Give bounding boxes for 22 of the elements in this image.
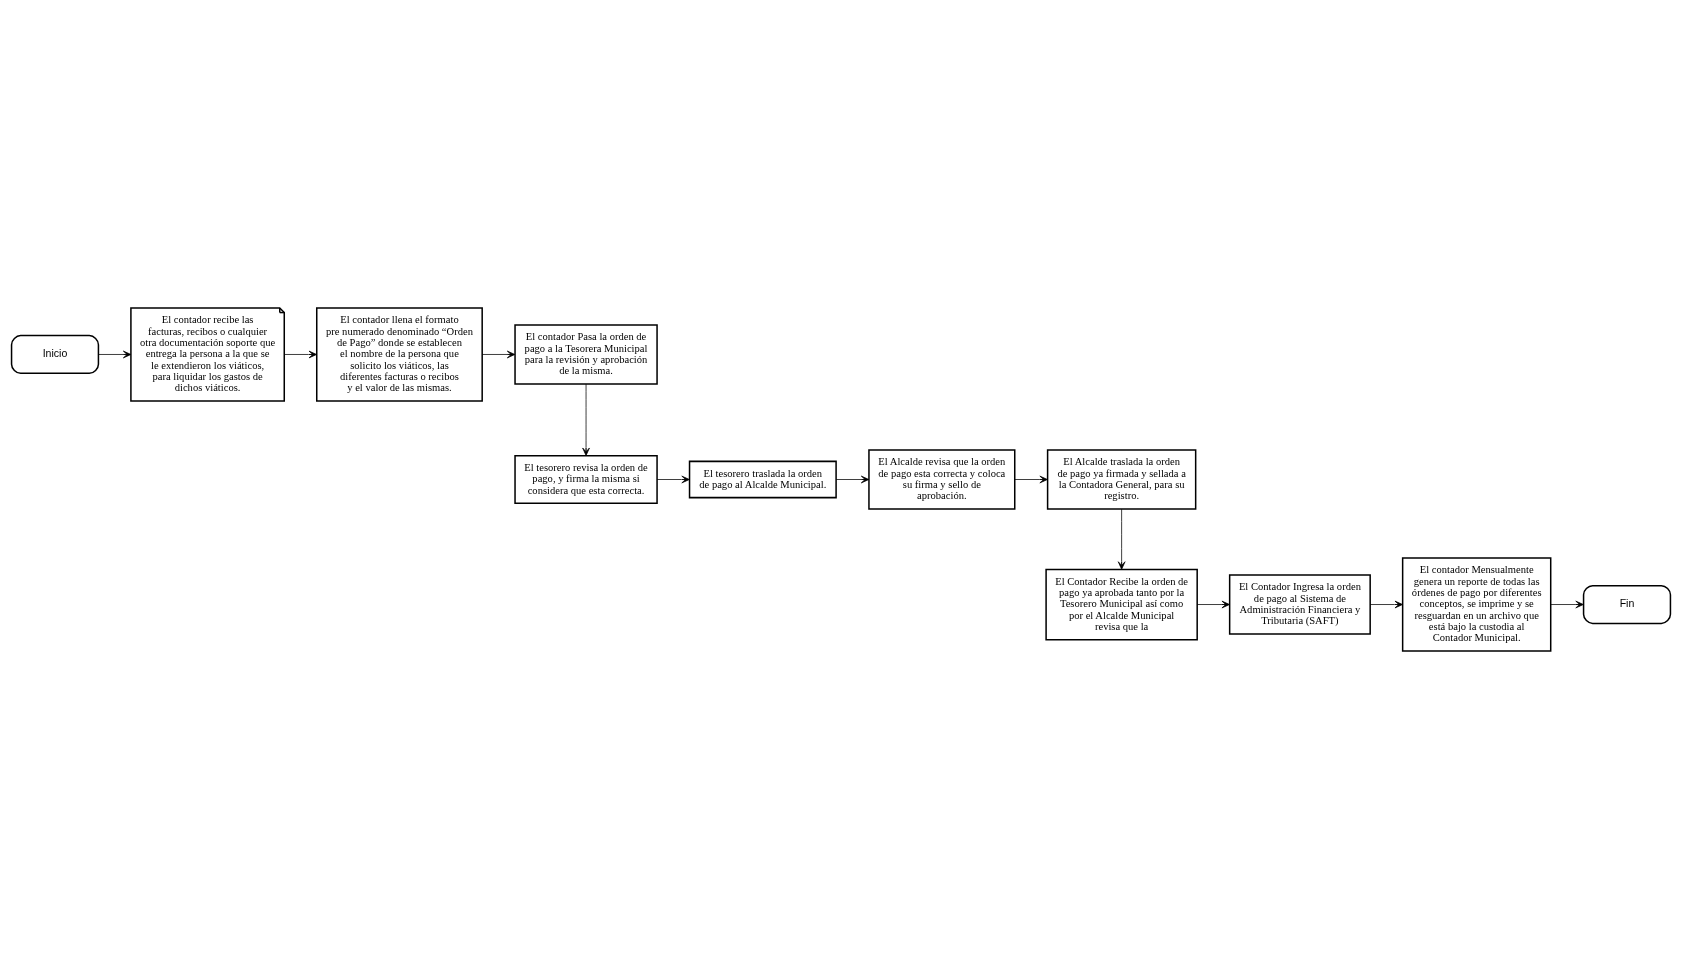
arrow	[1550, 600, 1584, 608]
arrow	[1014, 475, 1048, 483]
node-box: El tesorero revisa la orden de pago, y firma la misma si considera que esta correcta.	[514, 454, 658, 504]
arrow	[284, 350, 317, 358]
node-box: El contador Pasa la orden de pago a la Tesorera Municipal para la revisión y aprobación de la misma.	[514, 323, 658, 385]
node-box: El contador Mensualmente genera un reporte de todas las órdenes de pago por diferentes conceptos, se imprime y se resguardan en un archivo que está bajo la custodia al Contador Municipal.	[1401, 556, 1552, 652]
node-box: El Contador Ingresa la orden de pago al Sistema de Administración Financiera y Tributaria (SAFT)	[1228, 573, 1371, 635]
arrow	[656, 475, 690, 483]
arrow	[1196, 600, 1230, 608]
arrow	[582, 383, 590, 456]
arrow	[1369, 600, 1403, 608]
node-box: El Contador Recibe la orden de pago ya aprobada tanto por la Tesorero Municipal así como por el Alcalde Municipal revisa que la	[1045, 568, 1198, 640]
node-box: Inicio	[10, 334, 100, 374]
node-box: Fin	[1582, 584, 1672, 624]
node-box: El contador llena el formato pre numerado denominado “Orden de Pago” donde se establecen el nombre de la persona que solicito los viáticos, las diferentes facturas o recibos y el valor de las mismas.	[316, 306, 483, 402]
arrow	[481, 350, 516, 358]
arrow	[1117, 508, 1126, 570]
arrow	[835, 475, 870, 483]
arrow	[98, 350, 132, 358]
node-box: El Alcalde revisa que la orden de pago esta correcta y coloca su firma y sello de aprobación.	[868, 448, 1016, 510]
node-box: El tesorero traslada la orden de pago al Alcalde Municipal.	[688, 460, 837, 498]
node-box: El Alcalde traslada la orden de pago ya firmada y sellada a la Contadora General, para su registro.	[1046, 448, 1197, 510]
